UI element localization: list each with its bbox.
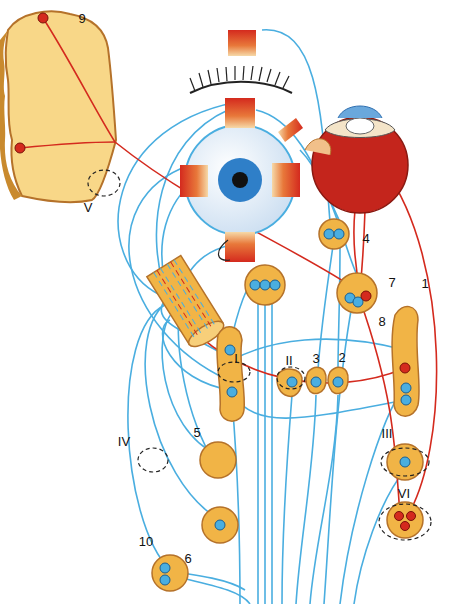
lesion-markers (88, 170, 431, 540)
eyelid-muscle (228, 30, 256, 56)
callout-number: 9 (78, 12, 85, 25)
callout-number: I (234, 352, 238, 365)
cortex (6, 11, 116, 202)
ganglion (147, 255, 228, 351)
neuron-cells (160, 229, 411, 585)
lens (346, 118, 374, 134)
eye-section (312, 117, 408, 213)
iris (218, 158, 262, 202)
callout-number: 4 (362, 232, 369, 245)
nerve-fibres (118, 30, 405, 604)
callout-number: II (285, 354, 292, 367)
inferior-rectus (225, 232, 255, 262)
eyelashes (190, 66, 289, 91)
ciliary-body (325, 119, 395, 138)
pupil (232, 172, 248, 188)
callout-number: 7 (388, 276, 395, 289)
nuclei (152, 219, 423, 591)
callout-number: 6 (184, 552, 191, 565)
cornea (338, 106, 382, 118)
callout-number: 10 (139, 535, 153, 548)
callout-number: III (382, 427, 393, 440)
lateral-rectus (272, 163, 300, 197)
eyelid-section (305, 139, 331, 155)
medial-rectus (180, 165, 208, 197)
callout-number: 1 (421, 277, 428, 290)
callout-number: 8 (378, 315, 385, 328)
eyelid (190, 82, 292, 93)
callout-number: 3 (312, 352, 319, 365)
callout-number: VI (398, 487, 410, 500)
oblique-muscle (278, 118, 303, 142)
red-cells (15, 13, 416, 531)
tendon (218, 240, 230, 260)
callout-number: 2 (338, 351, 345, 364)
red-fibres (20, 18, 437, 520)
cortex-edge (0, 30, 22, 200)
callout-number: 5 (193, 426, 200, 439)
callout-number: IV (118, 435, 130, 448)
superior-rectus (225, 98, 255, 128)
callout-number: V (84, 201, 93, 214)
